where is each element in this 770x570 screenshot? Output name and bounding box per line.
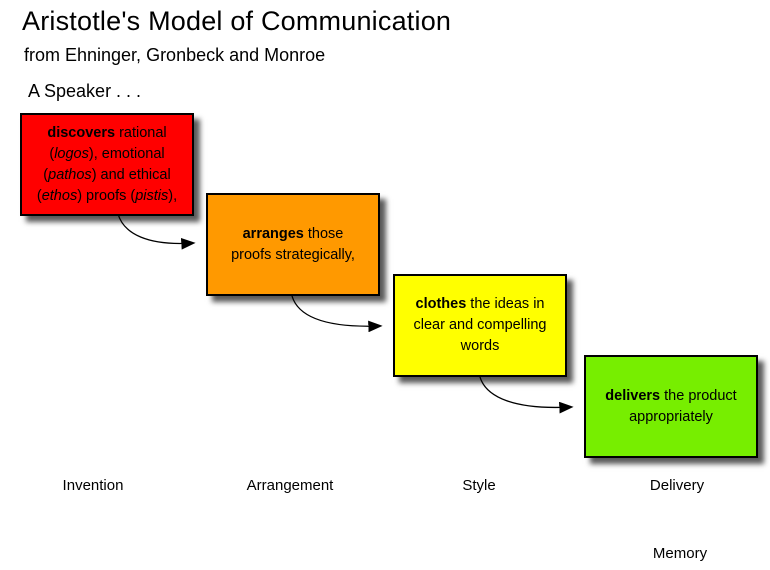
page-title: Aristotle's Model of Communication: [22, 6, 452, 36]
step-box-invention: discovers rational(logos), emotional(pat…: [20, 113, 194, 216]
canon-label-style: Style: [462, 477, 496, 494]
arrow-invention-to-arrangement: [117, 213, 196, 250]
step-box-invention-text: discovers rational(logos), emotional(pat…: [36, 124, 178, 204]
canon-label-arrangement: Arrangement: [246, 477, 334, 494]
canon-label-memory: Memory: [652, 545, 708, 562]
canon-label-invention: Invention: [62, 477, 124, 494]
arrow-style-to-delivery: [479, 376, 574, 414]
lead-in-text: A Speaker . . .: [28, 81, 142, 101]
arrow-arrangement-to-style: [291, 295, 383, 333]
attribution-subtitle: from Ehninger, Gronbeck and Monroe: [24, 45, 326, 65]
canon-label-delivery: Delivery: [649, 477, 705, 494]
